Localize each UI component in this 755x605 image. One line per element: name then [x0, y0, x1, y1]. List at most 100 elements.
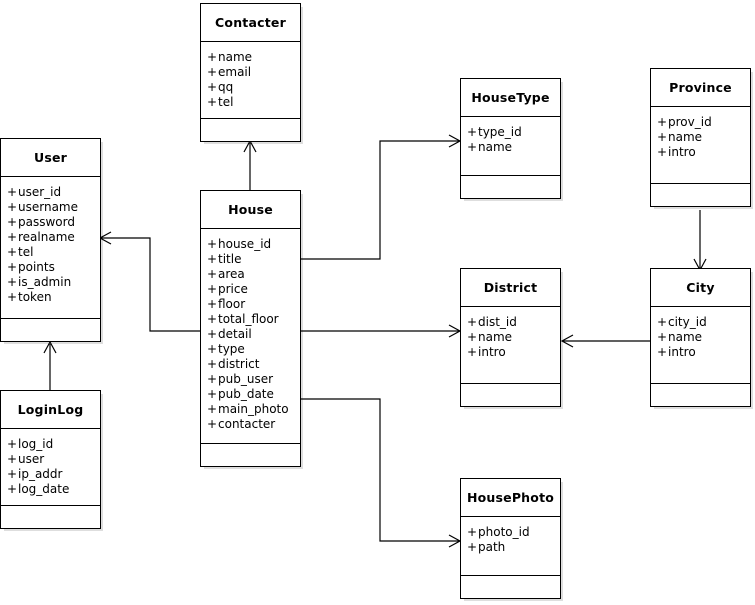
- edge-house-housetype: [301, 134, 462, 260]
- attribute-name: price: [218, 282, 248, 296]
- attribute-name: name: [218, 50, 253, 64]
- class-box-house[interactable]: House +house_id +title +area +price +flo…: [200, 190, 301, 467]
- attribute-row: +tel: [207, 95, 300, 110]
- class-methods-house: [201, 444, 300, 466]
- attribute-row: +name: [207, 50, 300, 65]
- attribute-name: type_id: [478, 125, 522, 139]
- visibility-marker: +: [657, 345, 668, 359]
- attribute-name: name: [668, 130, 703, 144]
- attribute-row: +user_id: [7, 185, 100, 200]
- visibility-marker: +: [7, 290, 18, 304]
- attribute-row: +house_id: [207, 237, 300, 252]
- edge-house-housephoto: [301, 398, 462, 548]
- visibility-marker: +: [467, 345, 478, 359]
- visibility-marker: +: [657, 145, 668, 159]
- attribute-row: +intro: [657, 345, 750, 360]
- attribute-name: floor: [218, 297, 246, 311]
- attribute-row: +pub_user: [207, 372, 300, 387]
- attribute-row: +type_id: [467, 125, 560, 140]
- attribute-name: name: [668, 330, 703, 344]
- class-methods-user: [1, 319, 100, 341]
- class-attributes-loginlog: +log_id +user +ip_addr +log_date: [1, 429, 100, 506]
- attribute-row: +main_photo: [207, 402, 300, 417]
- class-box-contacter[interactable]: Contacter +name +email +qq +tel: [200, 3, 301, 142]
- visibility-marker: +: [7, 200, 18, 214]
- class-box-housephoto[interactable]: HousePhoto +photo_id +path: [460, 478, 561, 599]
- class-title-housetype: HouseType: [461, 79, 560, 117]
- visibility-marker: +: [207, 417, 218, 431]
- visibility-marker: +: [207, 312, 218, 326]
- visibility-marker: +: [207, 95, 218, 109]
- class-box-loginlog[interactable]: LoginLog +log_id +user +ip_addr +log_dat…: [0, 390, 101, 529]
- attribute-row: +price: [207, 282, 300, 297]
- visibility-marker: +: [207, 387, 218, 401]
- attribute-name: total_floor: [218, 312, 279, 326]
- visibility-marker: +: [7, 275, 18, 289]
- edge-province-city: [693, 210, 707, 272]
- attribute-name: type: [218, 342, 245, 356]
- visibility-marker: +: [207, 357, 218, 371]
- class-box-user[interactable]: User +user_id +username +password +realn…: [0, 138, 101, 342]
- class-attributes-housetype: +type_id +name: [461, 117, 560, 176]
- attribute-name: title: [218, 252, 242, 266]
- attribute-row: +user: [7, 452, 100, 467]
- visibility-marker: +: [207, 297, 218, 311]
- class-title-city: City: [651, 269, 750, 307]
- attribute-name: email: [218, 65, 252, 79]
- attribute-row: +log_date: [7, 482, 100, 497]
- attribute-name: name: [478, 330, 513, 344]
- class-box-city[interactable]: City +city_id +name +intro: [650, 268, 751, 407]
- visibility-marker: +: [7, 245, 18, 259]
- edge-city-district: [560, 334, 650, 348]
- attribute-row: +token: [7, 290, 100, 305]
- class-box-province[interactable]: Province +prov_id +name +intro: [650, 68, 751, 207]
- class-methods-housephoto: [461, 576, 560, 598]
- attribute-name: qq: [218, 80, 234, 94]
- attribute-name: pub_user: [218, 372, 274, 386]
- attribute-row: +points: [7, 260, 100, 275]
- class-box-district[interactable]: District +dist_id +name +intro: [460, 268, 561, 407]
- attribute-name: intro: [668, 345, 696, 359]
- attribute-name: city_id: [668, 315, 707, 329]
- attribute-name: intro: [478, 345, 506, 359]
- attribute-name: password: [18, 215, 75, 229]
- visibility-marker: +: [7, 230, 18, 244]
- visibility-marker: +: [207, 342, 218, 356]
- visibility-marker: +: [207, 282, 218, 296]
- attribute-name: district: [218, 357, 260, 371]
- attribute-row: +name: [657, 330, 750, 345]
- visibility-marker: +: [657, 330, 668, 344]
- visibility-marker: +: [467, 525, 478, 539]
- class-box-housetype[interactable]: HouseType +type_id +name: [460, 78, 561, 199]
- edge-loginlog-user: [43, 340, 57, 390]
- attribute-row: +city_id: [657, 315, 750, 330]
- attribute-row: +name: [467, 330, 560, 345]
- attribute-name: intro: [668, 145, 696, 159]
- attribute-row: +total_floor: [207, 312, 300, 327]
- attribute-name: user: [18, 452, 45, 466]
- visibility-marker: +: [467, 330, 478, 344]
- class-attributes-province: +prov_id +name +intro: [651, 107, 750, 184]
- attribute-row: +path: [467, 540, 560, 555]
- class-methods-district: [461, 384, 560, 406]
- visibility-marker: +: [467, 540, 478, 554]
- attribute-row: +ip_addr: [7, 467, 100, 482]
- class-methods-loginlog: [1, 506, 100, 528]
- visibility-marker: +: [207, 267, 218, 281]
- attribute-name: path: [478, 540, 506, 554]
- attribute-name: log_id: [18, 437, 54, 451]
- attribute-row: +name: [657, 130, 750, 145]
- attribute-row: +tel: [7, 245, 100, 260]
- attribute-name: is_admin: [18, 275, 72, 289]
- attribute-row: +email: [207, 65, 300, 80]
- visibility-marker: +: [467, 315, 478, 329]
- class-title-house: House: [201, 191, 300, 229]
- attribute-name: realname: [18, 230, 75, 244]
- class-title-user: User: [1, 139, 100, 177]
- edge-house-district: [301, 324, 462, 338]
- class-attributes-housephoto: +photo_id +path: [461, 517, 560, 576]
- visibility-marker: +: [467, 125, 478, 139]
- attribute-row: +district: [207, 357, 300, 372]
- class-title-province: Province: [651, 69, 750, 107]
